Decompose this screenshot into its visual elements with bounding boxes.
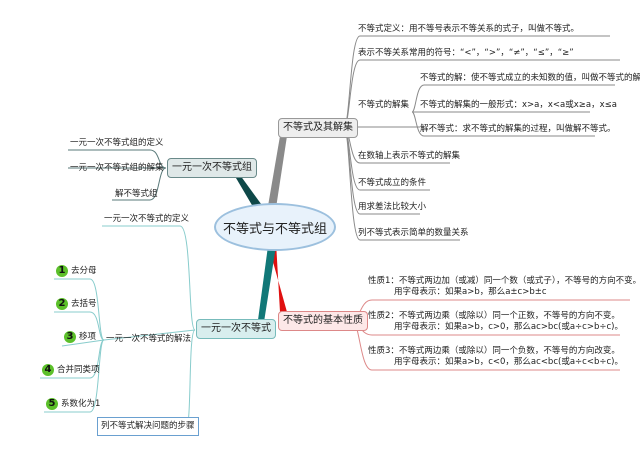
property-2: 性质2：不等式两边乘（或除以）同一个正数，不等号的方向不变。用字母表示：如果a>… [368, 311, 623, 332]
step-number-badge: 3 [64, 331, 76, 343]
item-system-solution-set: 一元一次不等式组的解集 [70, 163, 164, 173]
item-solve-system: 解不等式组 [115, 189, 158, 199]
branch-bottom-left [258, 246, 276, 322]
item-compare: 用求差法比较大小 [358, 202, 427, 212]
property-3: 性质3：不等式两边乘（或除以）同一个负数，不等号的方向改变。用字母表示：如果a>… [368, 346, 623, 367]
step-number-badge: 4 [42, 364, 54, 376]
sub-general-form: 不等式的解集的一般形式：x>a，x<a或x≥a，x≤a [420, 100, 617, 110]
topic-basic-properties[interactable]: 不等式的基本性质 [278, 311, 368, 331]
item-definition: 不等式定义：用不等号表示不等关系的式子，叫做不等式。 [358, 24, 580, 34]
topic-linear-inequality[interactable]: 一元一次不等式 [196, 319, 276, 339]
sub-solve: 解不等式：求不等式的解集的过程，叫做解不等式。 [420, 124, 616, 134]
step-number-badge: 2 [56, 298, 68, 310]
topic-inequality-system[interactable]: 一元一次不等式组 [167, 158, 257, 178]
item-symbols: 表示不等关系常用的符号：“<”，“>”，“≠”，“≤”，“≥” [358, 48, 574, 58]
item-system-definition: 一元一次不等式组的定义 [70, 138, 164, 148]
sub-solution: 不等式的解：使不等式成立的未知数的值，叫做不等式的解 [420, 73, 640, 83]
property-1: 性质1：不等式两边加（或减）同一个数（或式子），不等号的方向不变。用字母表示：如… [368, 276, 640, 297]
central-topic[interactable]: 不等式与不等式组 [214, 203, 336, 251]
topic-inequality-solution-set[interactable]: 不等式及其解集 [278, 118, 358, 138]
item-linear-definition: 一元一次不等式的定义 [104, 214, 190, 224]
item-conditions: 不等式成立的条件 [358, 178, 427, 188]
item-number-line: 在数轴上表示不等式的解集 [358, 151, 461, 161]
item-solution-set: 不等式的解集 [358, 100, 410, 110]
branch-top-right [268, 136, 287, 208]
item-problem-steps[interactable]: 列不等式解决问题的步骤 [97, 417, 199, 436]
step-number-badge: 1 [56, 265, 68, 277]
step-number-badge: 5 [46, 398, 58, 410]
item-quantity: 列不等式表示简单的数量关系 [358, 228, 469, 238]
branch-top-left [236, 175, 264, 212]
item-linear-method: 一元一次不等式的解法 [106, 334, 192, 344]
